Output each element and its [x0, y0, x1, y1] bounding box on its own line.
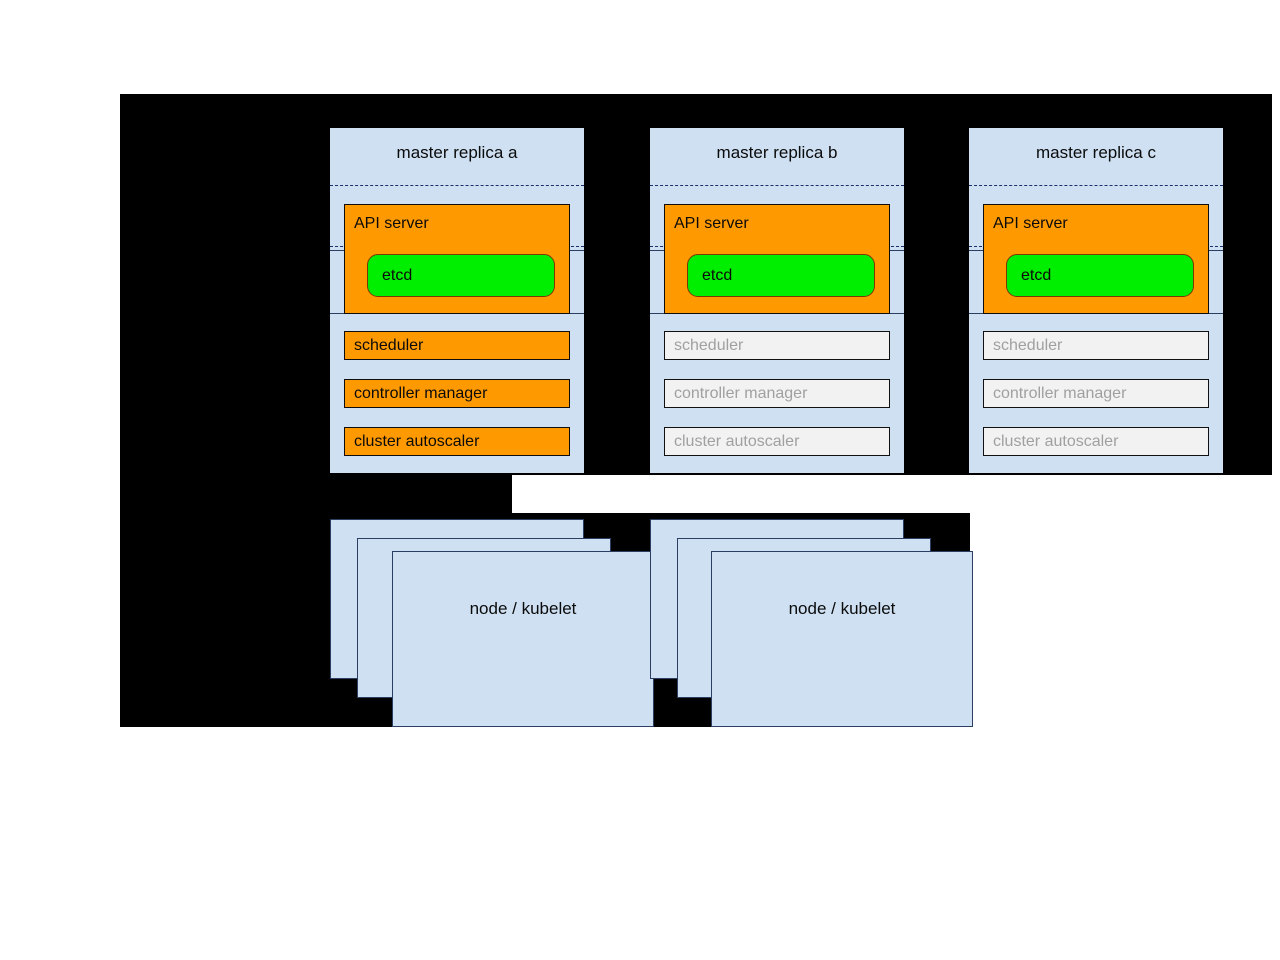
replica-a-controller-manager[interactable]: controller manager — [344, 379, 570, 408]
replica-c-separator-top — [969, 185, 1223, 186]
replica-b-apiserver-block[interactable]: API server etcd — [664, 204, 890, 314]
replica-a-apiserver-label: API server — [354, 215, 429, 232]
master-replica-c-title: master replica c — [1036, 143, 1156, 162]
replica-b-cluster-autoscaler[interactable]: cluster autoscaler — [664, 427, 890, 456]
replica-b-separator-top — [650, 185, 904, 186]
master-replica-c[interactable]: master replica c API server etcd schedul… — [969, 128, 1223, 473]
replica-a-cluster-autoscaler[interactable]: cluster autoscaler — [344, 427, 570, 456]
replica-c-etcd-box[interactable]: etcd — [1006, 254, 1194, 297]
replica-a-etcd-box[interactable]: etcd — [367, 254, 555, 297]
node-group-2-label: node / kubelet — [788, 599, 896, 618]
replica-c-apiserver-label: API server — [993, 215, 1068, 232]
replica-a-apiserver-block[interactable]: API server etcd — [344, 204, 570, 314]
master-replica-a-title: master replica a — [396, 143, 518, 162]
replica-a-separator-top — [330, 185, 584, 186]
master-replica-b-title: master replica b — [716, 143, 838, 162]
stage-gap-band — [512, 475, 1280, 513]
replica-c-apiserver-block[interactable]: API server etcd — [983, 204, 1209, 314]
replica-b-etcd-box[interactable]: etcd — [687, 254, 875, 297]
node-group-1-label: node / kubelet — [469, 599, 577, 618]
replica-c-cluster-autoscaler[interactable]: cluster autoscaler — [983, 427, 1209, 456]
master-replica-a[interactable]: master replica a API server etcd schedul… — [330, 128, 584, 473]
node-group-1-card-front[interactable]: node / kubelet — [392, 551, 654, 727]
master-replica-b[interactable]: master replica b API server etcd schedul… — [650, 128, 904, 473]
replica-b-controller-manager[interactable]: controller manager — [664, 379, 890, 408]
replica-b-apiserver-label: API server — [674, 215, 749, 232]
replica-c-controller-manager[interactable]: controller manager — [983, 379, 1209, 408]
node-group-2-card-front[interactable]: node / kubelet — [711, 551, 973, 727]
replica-c-scheduler[interactable]: scheduler — [983, 331, 1209, 360]
replica-b-scheduler[interactable]: scheduler — [664, 331, 890, 360]
replica-a-scheduler[interactable]: scheduler — [344, 331, 570, 360]
